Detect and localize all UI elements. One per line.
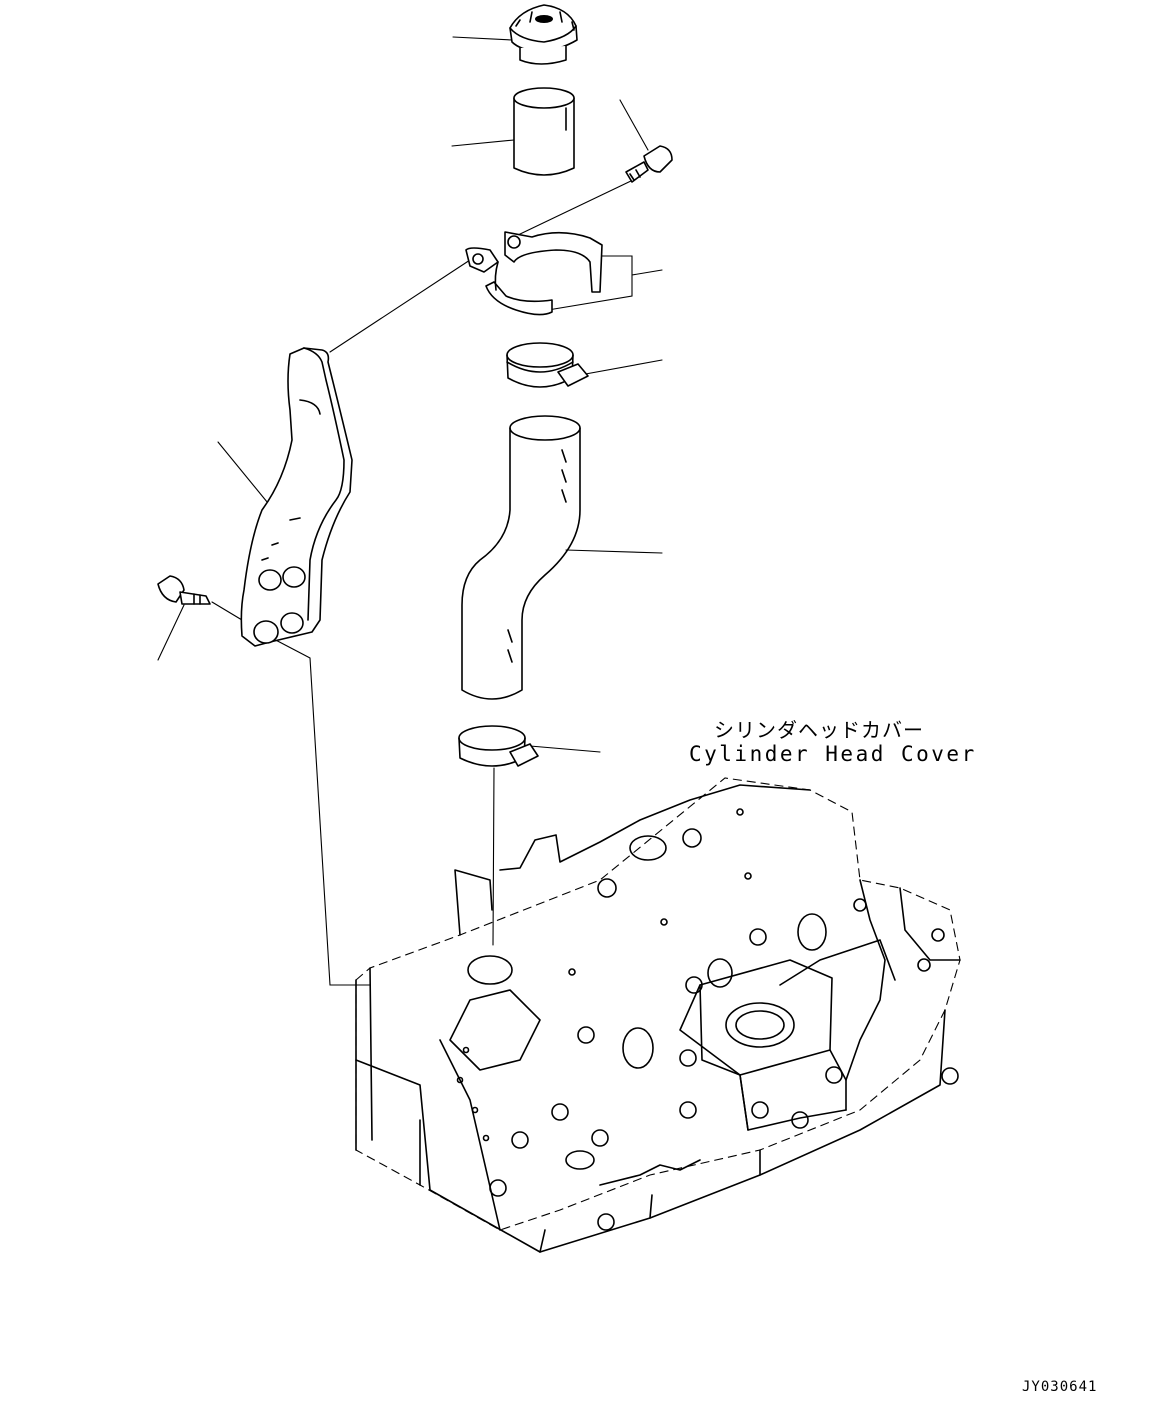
- axis-clamp-to-bracket: [329, 259, 471, 353]
- component-label-english: Cylinder Head Cover: [689, 742, 977, 766]
- leader-hose-clamp-top: [579, 359, 663, 376]
- leader-lines: [157, 36, 663, 753]
- bent-hose-part: [461, 415, 581, 700]
- hose-clamp-bottom-part: [458, 725, 539, 767]
- leader-bent-hose: [565, 549, 663, 554]
- rivets: [456, 808, 752, 1142]
- filler-cap-part: [509, 4, 578, 65]
- assembly-lines: [211, 179, 634, 986]
- bolt-heads: [489, 828, 959, 1231]
- hose-clamp-top-part: [506, 342, 589, 388]
- leader-bolt-top: [619, 99, 649, 151]
- short-hose-part: [513, 87, 575, 176]
- bracket-clamp-part: [465, 231, 603, 316]
- cylinder-head-cover: [355, 777, 961, 1253]
- bolt-left-part: [157, 575, 211, 605]
- axis-hose-to-head: [492, 767, 495, 946]
- bolt-top-part: [625, 145, 673, 183]
- support-bracket-part: [240, 347, 353, 647]
- leader-hose-clamp-bottom: [529, 745, 601, 753]
- drawing-code: JY030641: [1022, 1379, 1098, 1395]
- leader-bolt-left: [157, 604, 185, 661]
- axis-bracket-to-head: [267, 635, 371, 986]
- leader-support-bracket: [217, 441, 273, 509]
- component-label-japanese: シリンダヘッドカバー: [714, 718, 924, 742]
- leader-short-hose: [451, 139, 515, 147]
- leader-bracket-clamp: [547, 255, 663, 311]
- leader-filler-cap: [452, 36, 513, 41]
- axis-bolt-to-clamp: [517, 179, 634, 236]
